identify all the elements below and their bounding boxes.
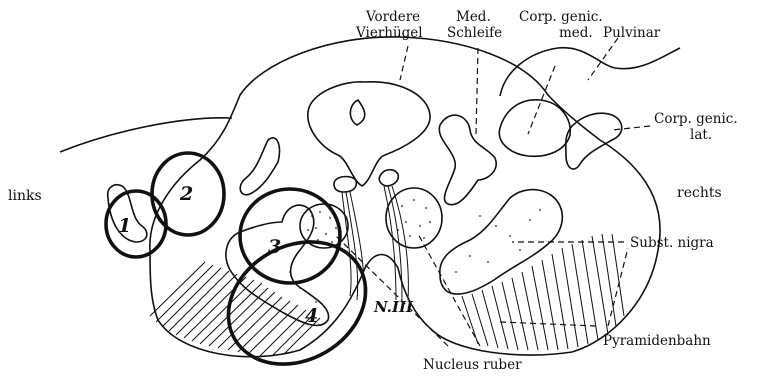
lesion-number-3: 3 xyxy=(268,236,281,258)
oculomotor-nucleus-left xyxy=(334,177,356,192)
label-corp-genic-lat-2: lat. xyxy=(690,127,712,143)
oculomotor-nucleus-right xyxy=(379,170,398,186)
nucleus-ruber-right xyxy=(386,188,442,248)
pulvinar-outline xyxy=(500,48,680,96)
leader-corp-genic-lat xyxy=(612,126,650,130)
corpus-geniculatum-mediale xyxy=(499,100,570,157)
label-rechts: rechts xyxy=(677,185,722,201)
lesion-number-2: 2 xyxy=(179,183,193,205)
label-pulvinar: Pulvinar xyxy=(603,25,661,41)
label-pyramidenbahn: Pyramidenbahn xyxy=(603,333,711,349)
leader-med-schleife xyxy=(476,48,478,134)
label-links: links xyxy=(8,188,42,204)
aqueduct-lumen xyxy=(350,100,364,125)
aqueduct-outline xyxy=(308,82,430,186)
label-subst-nigra: Subst. nigra xyxy=(630,235,714,251)
medial-lemniscus-left xyxy=(240,138,279,195)
label-corp-genic-med-1: Corp. genic. xyxy=(519,9,603,25)
lesion-number-4: 4 xyxy=(305,305,318,327)
corpus-geniculatum-laterale xyxy=(566,113,622,169)
lesion-number-1: 1 xyxy=(118,215,131,237)
lesion-circle-4 xyxy=(206,218,388,377)
label-nucleus-ruber: Nucleus ruber xyxy=(423,357,522,373)
label-vierhuegel: Vierhügel xyxy=(355,25,423,41)
leader-pulvinar xyxy=(588,38,618,80)
pyramidal-tract-right xyxy=(462,234,624,350)
label-schleife: Schleife xyxy=(447,25,502,41)
label-med: Med. xyxy=(456,9,491,25)
medial-lemniscus-right xyxy=(439,115,496,205)
label-corp-genic-med-2: med. xyxy=(559,25,593,41)
nerve-fiber-line xyxy=(60,118,232,152)
leader-vordere-vierhuegel xyxy=(400,46,408,80)
oculomotor-root-fibers xyxy=(342,186,408,302)
label-vordere: Vordere xyxy=(365,9,420,25)
label-corp-genic-lat-1: Corp. genic. xyxy=(654,111,738,127)
